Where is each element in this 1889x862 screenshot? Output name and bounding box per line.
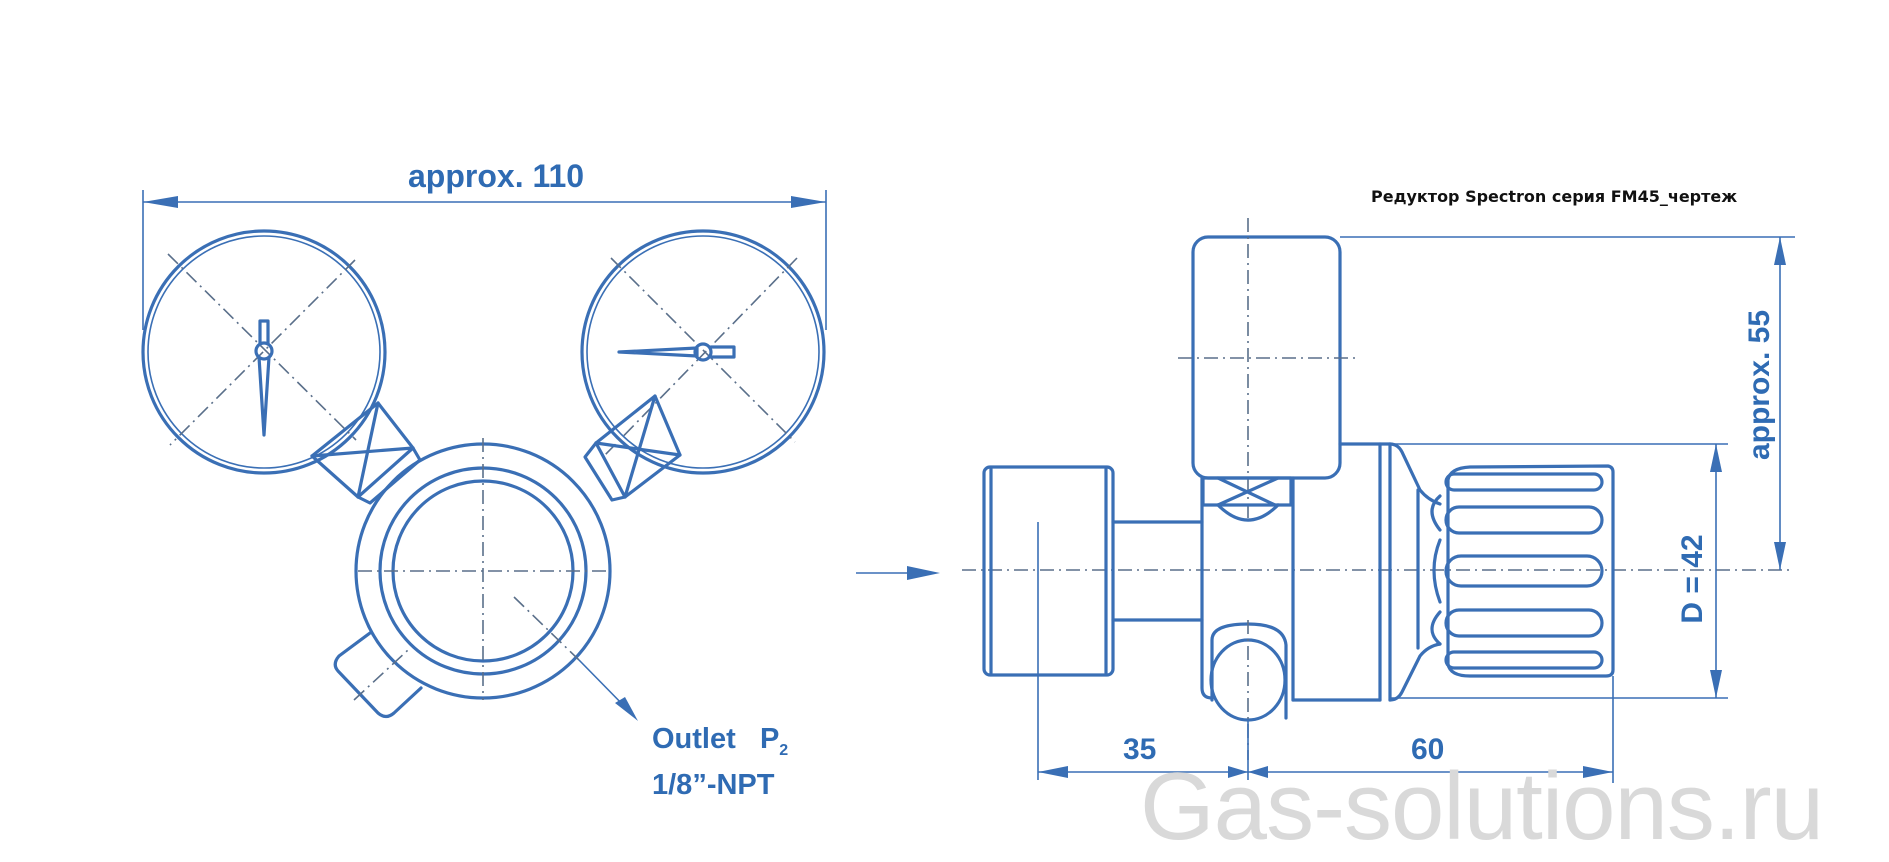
side-view (856, 218, 1795, 783)
arrow-left-icon (143, 196, 178, 208)
front-view (141, 190, 827, 721)
length-dimension (1038, 676, 1614, 783)
regulator-body-side (1200, 442, 1442, 780)
arrow-down-icon (1710, 670, 1722, 698)
adjusting-knob (1430, 464, 1615, 678)
outlet-pressure: P (759, 723, 780, 755)
arrow-left-icon (1248, 766, 1268, 778)
outlet-label: Outlet P2 1/8”-NPT (652, 722, 788, 802)
left-gauge (141, 229, 422, 505)
diameter-dimension-label: D = 42 (1676, 534, 1709, 624)
body-length-label: 60 (1411, 733, 1445, 766)
width-dimension-label: approx. 110 (408, 158, 585, 194)
height-dimension (1774, 237, 1786, 570)
arrow-up-icon (1774, 237, 1786, 265)
inlet-arrow-icon (907, 566, 940, 580)
drawing-title: Редуктор Spectron серия FM45_чертеж (1371, 187, 1738, 206)
arrow-right-icon (1583, 766, 1613, 778)
outlet-arrow-icon (615, 697, 638, 721)
outlet-pressure-subscript: 2 (779, 741, 789, 759)
outlet-text: Outlet (652, 723, 736, 755)
inlet-nut (982, 465, 1204, 780)
regulator-body-front (333, 438, 638, 721)
inlet-length-label: 35 (1123, 733, 1157, 766)
side-gauge (1178, 218, 1795, 522)
watermark: Gas-solutions.ru (1140, 753, 1824, 860)
arrow-right-icon (791, 196, 826, 208)
arrow-down-icon (1774, 542, 1786, 570)
arrow-right-icon (1228, 766, 1248, 778)
height-dimension-label: approx. 55 (1743, 309, 1776, 461)
outlet-thread: 1/8”-NPT (652, 768, 775, 801)
diameter-dimension (1390, 443, 1728, 699)
arrow-left-icon (1038, 766, 1068, 778)
right-gauge (580, 229, 826, 502)
arrow-up-icon (1710, 444, 1722, 472)
